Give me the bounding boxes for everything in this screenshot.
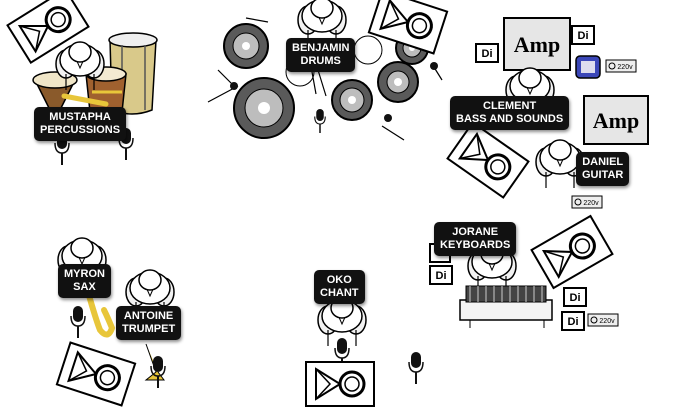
svg-text:220v: 220v — [583, 200, 599, 207]
svg-text:220v: 220v — [617, 64, 633, 71]
musician-role: TRUMPET — [122, 323, 176, 335]
musician-role: BASS AND SOUNDS — [456, 113, 564, 125]
microphone-icon — [70, 305, 86, 339]
power-outlet-icon: 220v — [587, 313, 619, 327]
label-daniel: DANIEL GUITAR — [576, 152, 630, 186]
di-box-icon: Di — [571, 25, 595, 45]
musician-role: DRUMS — [300, 55, 341, 67]
di-box-icon: Di — [429, 265, 453, 285]
musician-name: MUSTAPHA — [49, 111, 111, 123]
label-myron: MYRON SAX — [58, 264, 111, 298]
label-clement: CLEMENT BASS AND SOUNDS — [450, 96, 570, 130]
amp-label: Amp — [514, 32, 560, 57]
drum-snare-icon — [331, 79, 373, 121]
amp-icon: Amp — [583, 95, 649, 145]
jorane-area: Di Di Di 220v — [429, 214, 619, 331]
clement-area: Amp Di Di 220v Amp — [446, 17, 649, 200]
svg-text:Di: Di — [482, 48, 493, 60]
drum-tom-icon — [377, 61, 419, 103]
power-outlet-icon: 220v — [605, 59, 637, 73]
daniel-area: 220v — [535, 139, 603, 209]
drum-kit-icon — [207, 0, 443, 141]
percussion-area — [6, 0, 158, 166]
musician-name: DANIEL — [582, 156, 624, 168]
shaker-icon — [61, 93, 109, 107]
musician-role: CHANT — [320, 287, 359, 299]
musician-name: JORANE — [452, 226, 499, 238]
svg-text:Di: Di — [436, 270, 447, 282]
trumpet-icon — [144, 343, 165, 381]
di-box-icon: Di — [561, 311, 585, 331]
monitor-wedge-icon — [304, 360, 376, 408]
musician-name: MYRON — [64, 268, 105, 280]
amp-label: Amp — [593, 108, 639, 133]
musician-name: OKO — [326, 274, 352, 286]
monitor-wedge-icon — [530, 214, 614, 290]
laptop-icon — [575, 55, 601, 79]
power-outlet-icon: 220v — [571, 195, 603, 209]
label-benjamin: BENJAMIN DRUMS — [286, 38, 356, 72]
amp-icon: Amp — [503, 17, 571, 71]
keyboard-icon — [459, 285, 553, 328]
di-box-icon: Di — [475, 43, 499, 63]
musician-name: BENJAMIN — [292, 42, 350, 54]
musician-role: GUITAR — [582, 169, 624, 181]
microphone-icon — [408, 351, 424, 385]
di-box-icon: Di — [563, 287, 587, 307]
label-jorane: JORANE KEYBOARDS — [434, 222, 517, 256]
musician-role: PERCUSSIONS — [40, 124, 121, 136]
sax-icon — [85, 289, 116, 338]
svg-text:220v: 220v — [599, 318, 615, 325]
drum-floor-tom-icon — [233, 77, 295, 139]
svg-text:Di: Di — [578, 30, 589, 42]
musician-name: ANTOINE — [123, 310, 174, 322]
monitor-wedge-icon — [55, 341, 137, 407]
drum-tom-icon — [223, 23, 269, 69]
svg-text:Di: Di — [570, 292, 581, 304]
oko-area — [304, 297, 424, 408]
musician-role: SAX — [73, 281, 96, 293]
label-oko: OKO CHANT — [314, 270, 365, 304]
monitor-wedge-icon — [446, 120, 530, 200]
horns-area — [55, 237, 175, 407]
label-antoine: ANTOINE TRUMPET — [116, 306, 182, 340]
label-mustapha: MUSTAPHA PERCUSSIONS — [34, 107, 127, 141]
microphone-icon — [150, 355, 166, 389]
microphone-icon — [314, 108, 326, 134]
svg-text:Di: Di — [568, 316, 579, 328]
musician-role: KEYBOARDS — [440, 239, 511, 251]
musician-name: CLEMENT — [483, 100, 537, 112]
